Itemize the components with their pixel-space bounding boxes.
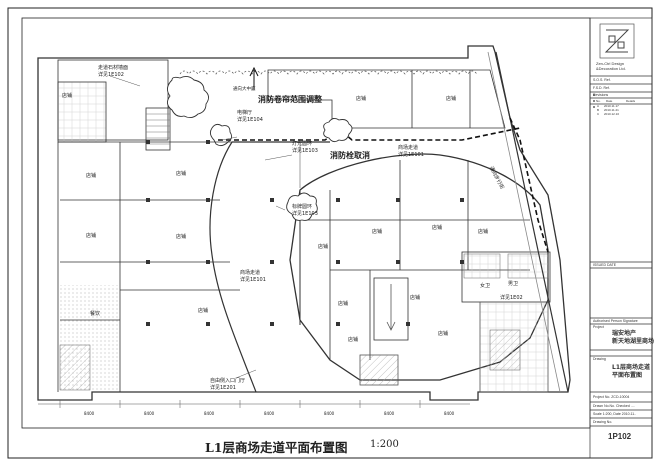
- columns: [146, 140, 464, 326]
- revision-row-a-date: 2010.11.17: [604, 104, 619, 108]
- project-name: 瑞安地产 新天地湖里商场: [612, 330, 655, 345]
- annotation-toilet-women: 女卫: [480, 283, 491, 289]
- grid-dimension: 8400: [444, 411, 455, 416]
- revisions-label: Revisions: [593, 93, 609, 97]
- stair-rotunda: [359, 354, 399, 386]
- grid-dimension: 8400: [384, 411, 395, 416]
- service-core: [57, 81, 107, 143]
- annotation-elevator-hall: 电梯厅 详见1E104: [237, 110, 263, 123]
- stair-treads: [146, 113, 170, 145]
- escalator: [373, 277, 409, 341]
- grid-dimension: 8400: [204, 411, 215, 416]
- room-label: 店铺: [348, 337, 359, 343]
- drawn-checked: Drawn No.No. Checked ....: [593, 404, 635, 408]
- drawing-name: L1层商场走道 平面布置图: [612, 364, 650, 379]
- drawing-scale: 1:200: [370, 439, 399, 450]
- room-label: 店铺: [432, 225, 443, 231]
- title-block: [589, 17, 653, 459]
- room-label: 店铺: [356, 96, 367, 102]
- revision-row-c-no: C: [597, 112, 600, 116]
- grid-dimension: 8400: [84, 411, 95, 416]
- room-label: 店铺: [176, 234, 187, 240]
- annotation-light-ring: 灯光圆环 详见1E103: [292, 141, 318, 154]
- revision-markers: [593, 94, 595, 108]
- drawing-title: L1层商场走道平面布置图: [205, 440, 348, 455]
- firm-logo-box: [599, 23, 635, 59]
- grid-dimension: 8400: [324, 411, 335, 416]
- revision-row-a-no: A: [597, 104, 600, 108]
- room-label: 店铺: [198, 308, 209, 314]
- revision-cloud-top: [179, 70, 478, 75]
- annotation-mall-corridor-top: 商场走道 详见1E101: [398, 145, 424, 158]
- issued-date-label: ISSUED DATE: [593, 263, 617, 267]
- floor-plan: [37, 45, 571, 408]
- annotation-atrium: 通向大中庭: [233, 87, 256, 92]
- sos-ref: S.O.S. Ref.: [593, 78, 611, 82]
- annotation-toilet-detail: 详见1E02: [500, 295, 523, 301]
- firm-logo-icon: [604, 29, 630, 53]
- drawing-label: Drawing: [593, 357, 606, 361]
- fire-shutter-line: [218, 127, 521, 141]
- room-label: 店铺: [372, 229, 383, 235]
- firm-name-line2: &Decoration Ltd.: [596, 66, 626, 71]
- left-corridor-curve: [209, 141, 257, 393]
- annotation-fire-shutter: 消防卷帘范围调整: [258, 95, 322, 104]
- room-label: 店铺: [446, 96, 457, 102]
- revision-row-b-no: B: [597, 108, 600, 112]
- revision-row-b-date: 2010.11.21: [604, 108, 619, 112]
- annotation-hydrant-cancel: 消防栓取消: [330, 151, 370, 160]
- revision-cloud-ring: [286, 192, 318, 221]
- firm-name-line1: Zen-Ctrl Design: [596, 61, 625, 66]
- building-outline: [37, 45, 571, 401]
- room-label: 餐饮: [90, 311, 101, 317]
- grid-dimension: 8400: [144, 411, 155, 416]
- revision-cloud-left: [209, 123, 233, 147]
- drawing-number-label: Drawing No.: [593, 420, 613, 424]
- annotation-side-entrance: 自由侧入口门厅 详见1E201: [210, 378, 246, 391]
- grid-axis-bottom: [38, 400, 470, 408]
- project-label: Project: [593, 325, 604, 329]
- drawing-number: 1P102: [608, 432, 632, 441]
- revision-header-no: No.: [596, 99, 601, 103]
- room-label: 店铺: [410, 295, 421, 301]
- revision-row-c-date: 2010.12.10: [604, 112, 620, 116]
- room-label: 店铺: [176, 171, 187, 177]
- fire-shutter-line-right: [509, 117, 549, 253]
- revision-cloud-circle: [167, 75, 209, 119]
- stair-left: [145, 107, 171, 151]
- revision-header-date: Date: [606, 99, 613, 103]
- revision-cloud-hydrant: [323, 117, 353, 143]
- annotation-corridor-stone: 走道石材墙面 详见1E102: [98, 65, 129, 78]
- project-number: Project No. ZCD-10004: [593, 395, 630, 399]
- annotation-mall-corridor-mid: 商场走道 详见1E101: [240, 270, 266, 283]
- room-label: 店铺: [478, 229, 489, 235]
- annotation-toilet-men: 男卫: [508, 281, 519, 287]
- annotation-sign-ring: 标牌圆环 详见1E103: [292, 204, 318, 217]
- authorised-signature-label: Authorised Person Signature: [593, 319, 638, 323]
- fsd-ref: F.S.D. Ref.: [593, 86, 610, 90]
- room-label: 店铺: [318, 244, 329, 250]
- grid-dimension: 8400: [264, 411, 275, 416]
- revision-header-details: Details: [626, 99, 636, 103]
- room-label: 店铺: [438, 331, 449, 337]
- scale-date: Scale 1:200, Date 2010.11..: [593, 412, 637, 416]
- room-label: 店铺: [338, 301, 349, 307]
- room-label: 店铺: [86, 173, 97, 179]
- room-label: 店铺: [62, 93, 73, 99]
- room-label: 店铺: [86, 233, 97, 239]
